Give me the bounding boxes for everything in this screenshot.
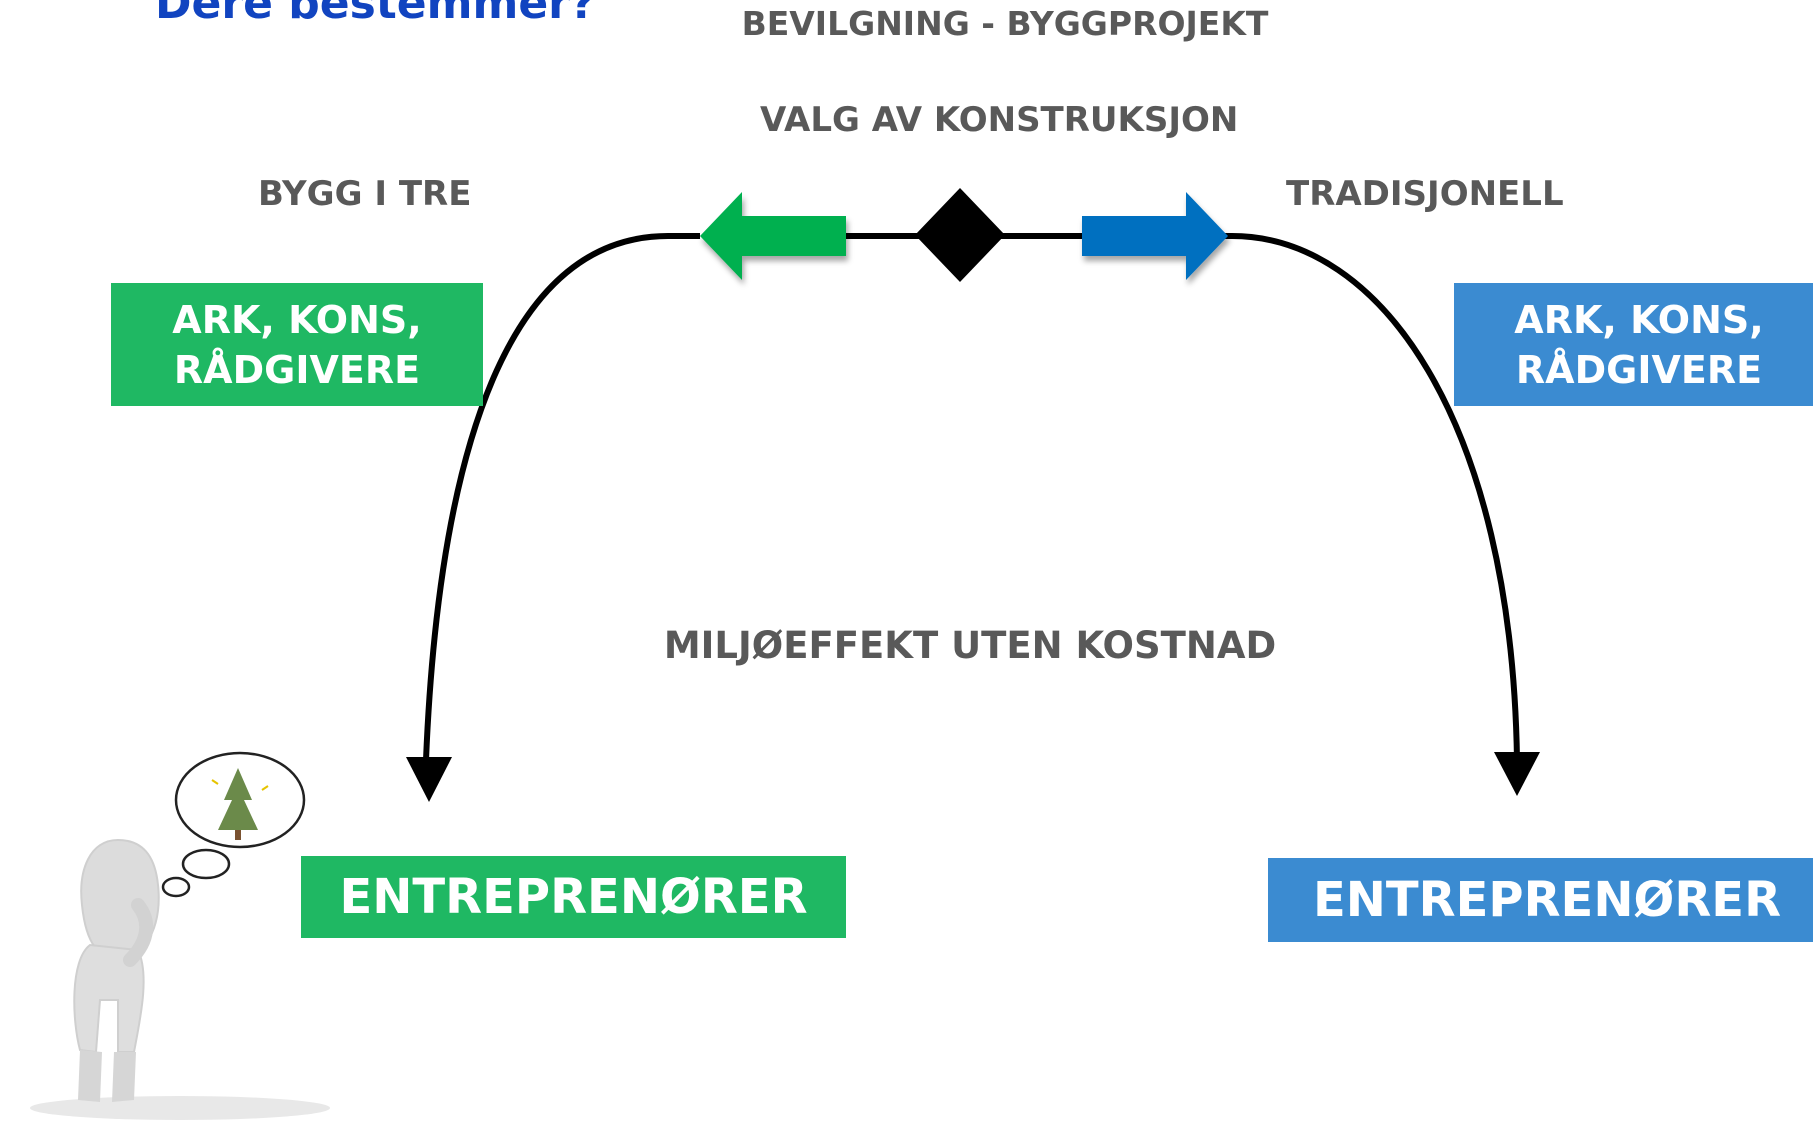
left-flow-arrowhead xyxy=(406,757,452,802)
slide-heading: Dere bestemmer? xyxy=(155,0,596,29)
center-decision-label: VALG AV KONSTRUKSJON xyxy=(760,100,1239,140)
right-advisors-box: ARK, KONS, RÅDGIVERE xyxy=(1454,283,1813,406)
right-option-label: TRADISJONELL xyxy=(1286,174,1564,214)
right-contractors-box: ENTREPRENØRER xyxy=(1268,858,1813,942)
thinking-person-icon xyxy=(30,838,330,1120)
blue-arrow-icon xyxy=(1082,192,1228,280)
left-contractors-box: ENTREPRENØRER xyxy=(301,856,846,938)
decision-diamond-icon xyxy=(915,188,1005,282)
left-option-label: BYGG I TRE xyxy=(258,174,472,214)
left-advisors-box: ARK, KONS, RÅDGIVERE xyxy=(111,283,483,406)
right-flow-arrowhead xyxy=(1494,752,1540,796)
tree-icon xyxy=(211,768,269,840)
right-flow-curve xyxy=(1220,233,1520,761)
top-label: BEVILGNING - BYGGPROJEKT xyxy=(741,4,1269,43)
middle-effect-label: MILJØEFFEKT UTEN KOSTNAD xyxy=(663,624,1277,667)
green-arrow-icon xyxy=(700,192,846,280)
left-flow-curve xyxy=(423,233,700,761)
